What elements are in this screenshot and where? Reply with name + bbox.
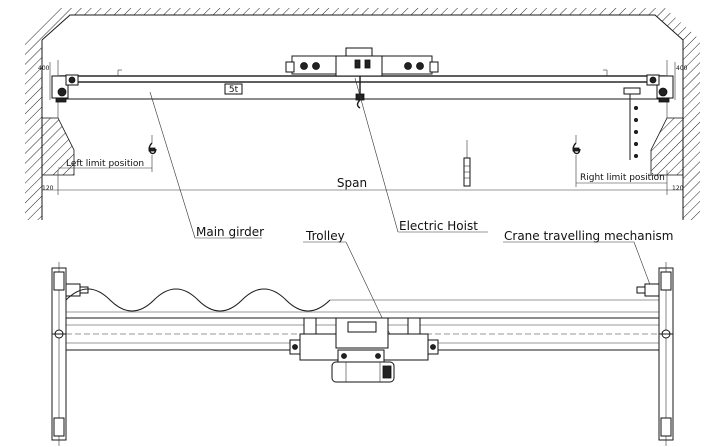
dim-right-bottom: 120 <box>672 185 684 192</box>
capacity-label: 5t <box>229 85 239 95</box>
trolley-plan-view <box>289 317 439 383</box>
left-limit-label: Left limit position <box>66 159 144 169</box>
electric-hoist-label: Electric Hoist <box>399 219 478 233</box>
span-label: Span <box>337 176 367 190</box>
pendant-control <box>463 140 471 187</box>
hook-left-limit <box>148 135 157 155</box>
dim-right-top: 400 <box>676 65 688 72</box>
power-feeder-column <box>623 87 641 160</box>
trolley-label: Trolley <box>305 229 345 243</box>
hoist-elevation <box>285 47 439 109</box>
leader-lines <box>149 77 653 346</box>
main-girder-label: Main girder <box>196 225 264 239</box>
crane-travelling-label: Crane travelling mechanism <box>504 229 674 243</box>
hook-right-limit <box>572 135 581 155</box>
dim-left-bottom: 120 <box>42 185 54 192</box>
dim-left-top: 400 <box>38 65 50 72</box>
dimension-lines <box>42 62 683 195</box>
right-limit-label: Right limit position <box>580 173 665 183</box>
